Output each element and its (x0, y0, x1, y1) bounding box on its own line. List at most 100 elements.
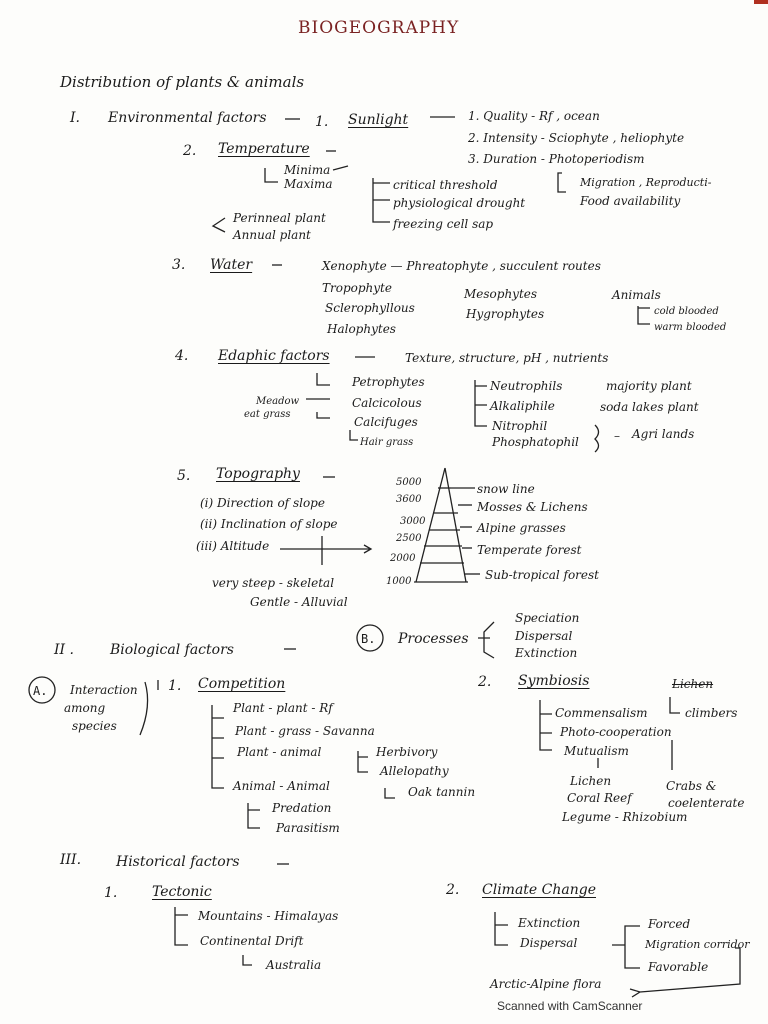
photoperiod-effect: Migration , Reproducti- (580, 176, 712, 189)
animal-type: warm blooded (654, 322, 727, 333)
edaphic-note: majority plant (606, 379, 692, 393)
edaphic-row: Texture, structure, pH , nutrients (405, 351, 609, 365)
section-number-iii: III. (60, 852, 82, 868)
mutualism-example: Legume - Rhizobium (562, 810, 688, 824)
vegetation-zone: Sub-tropical forest (485, 568, 599, 582)
tectonic-number: 1. (104, 885, 118, 901)
vegetation-zone: Alpine grasses (477, 521, 566, 535)
edaphic-plant: Alkaliphile (490, 399, 555, 413)
animal-type: cold blooded (654, 306, 719, 317)
section-number-ii: II . (54, 642, 74, 658)
edaphic-plant: Neutrophils (490, 379, 563, 393)
process-item: Dispersal (515, 629, 573, 643)
edaphic-plant: Phosphatophil (492, 435, 579, 449)
australia-note: Australia (266, 958, 322, 972)
competition-label: Competition (198, 676, 286, 692)
symbiosis-label: Symbiosis (518, 673, 590, 689)
processes-label: Processes (398, 631, 469, 647)
climate-item: Dispersal (520, 936, 578, 950)
symbiosis-item: Mutualism (564, 744, 629, 758)
biological-factors-label: Biological factors (110, 642, 234, 658)
altitude-value: 2500 (396, 533, 422, 544)
herbivory-item: Herbivory (376, 745, 438, 759)
process-item: Extinction (515, 646, 578, 660)
water-plant: Mesophytes (464, 287, 538, 301)
competition-item: Plant - grass - Savanna (235, 724, 375, 738)
sunlight-item: 1. Quality - Rf , ocean (468, 109, 600, 123)
crabs-note: Crabs & (666, 779, 717, 793)
hair-grass-note: Hair grass (360, 437, 414, 448)
altitude-value: 3000 (400, 516, 426, 527)
temperature-item: Maxima (284, 177, 333, 191)
slope-item: (ii) Inclination of slope (200, 517, 338, 531)
water-number: 3. (172, 257, 186, 273)
section-number-i: I. (70, 110, 80, 126)
crabs-note: coelenterate (668, 796, 745, 810)
mutualism-example: Lichen (570, 774, 612, 788)
sunlight-item: 3. Duration - Photoperiodism (468, 152, 645, 166)
sunlight-number: 1. (315, 114, 329, 130)
water-plant: Tropophyte (322, 281, 392, 295)
water-row: Xenophyte — Phreatophyte , succulent rou… (322, 259, 601, 273)
sunlight-item: 2. Intensity - Sciophyte , heliophyte (468, 131, 685, 145)
dispersal-type: Migration corridor (645, 938, 750, 951)
edaphic-plant: Nitrophil (492, 419, 548, 433)
topography-number: 5. (177, 468, 191, 484)
slope-type: very steep - skeletal (212, 576, 335, 590)
altitude-value: 3600 (396, 494, 422, 505)
page-title: BIOGEOGRAPHY (298, 18, 460, 38)
interaction-label: among (64, 701, 106, 715)
section-heading: Distribution of plants & animals (60, 73, 305, 91)
slope-item: (i) Direction of slope (200, 496, 325, 510)
symbiosis-number: 2. (478, 674, 492, 690)
edaphic-label: Edaphic factors (218, 348, 330, 364)
climbers-note: climbers (685, 706, 738, 720)
competition-item: Plant - plant - Rf (233, 701, 333, 715)
plant-type: Annual plant (233, 228, 311, 242)
struck-lichen: Lichen (672, 677, 714, 691)
process-item: Speciation (515, 611, 580, 625)
temperature-number: 2. (183, 143, 197, 159)
topography-label: Topography (216, 466, 300, 482)
edaphic-plant: Calcifuges (354, 415, 418, 429)
agri-lands-note: Agri lands (632, 427, 695, 441)
water-plant: Hygrophytes (466, 307, 545, 321)
edaphic-plant: Petrophytes (352, 375, 425, 389)
temperature-effect: critical threshold (393, 178, 498, 192)
vegetation-zone: snow line (477, 482, 535, 496)
climate-item: Extinction (518, 916, 581, 930)
predation-item: Parasitism (276, 821, 340, 835)
temperature-label: Temperature (218, 141, 310, 157)
slope-item: (iii) Altitude (196, 539, 270, 553)
symbiosis-item: Commensalism (555, 706, 648, 720)
photoperiod-effect: Food availability (580, 194, 681, 208)
vegetation-zone: Mosses & Lichens (477, 500, 588, 514)
circle-a-label: A. (33, 684, 48, 698)
arctic-alpine-note: Arctic-Alpine flora (490, 977, 602, 991)
page-corner-mark (754, 0, 768, 4)
agri-dash: – (614, 429, 620, 443)
edaphic-note: soda lakes plant (600, 400, 699, 414)
competition-item: Plant - animal (237, 745, 322, 759)
competition-item: Animal - Animal (233, 779, 330, 793)
animals-label: Animals (612, 288, 661, 302)
water-plant: Halophytes (327, 322, 396, 336)
altitude-value: 5000 (396, 477, 422, 488)
tectonic-item: Continental Drift (200, 934, 304, 948)
interaction-label: Interaction (70, 683, 138, 697)
scanner-watermark: Scanned with CamScanner (497, 999, 643, 1013)
oak-tannin-note: Oak tannin (408, 785, 476, 799)
meadow-note: Meadow (256, 396, 300, 407)
edaphic-plant: Calcicolous (352, 396, 422, 410)
slope-type: Gentle - Alluvial (250, 595, 348, 609)
temperature-effect: physiological drought (393, 196, 526, 210)
interaction-label: species (72, 719, 117, 733)
edaphic-number: 4. (175, 348, 189, 364)
tectonic-label: Tectonic (152, 884, 212, 900)
dispersal-type: Favorable (648, 960, 709, 974)
environmental-factors-label: Environmental factors (108, 110, 267, 126)
climate-number: 2. (446, 882, 460, 898)
sunlight-label: Sunlight (348, 112, 409, 128)
